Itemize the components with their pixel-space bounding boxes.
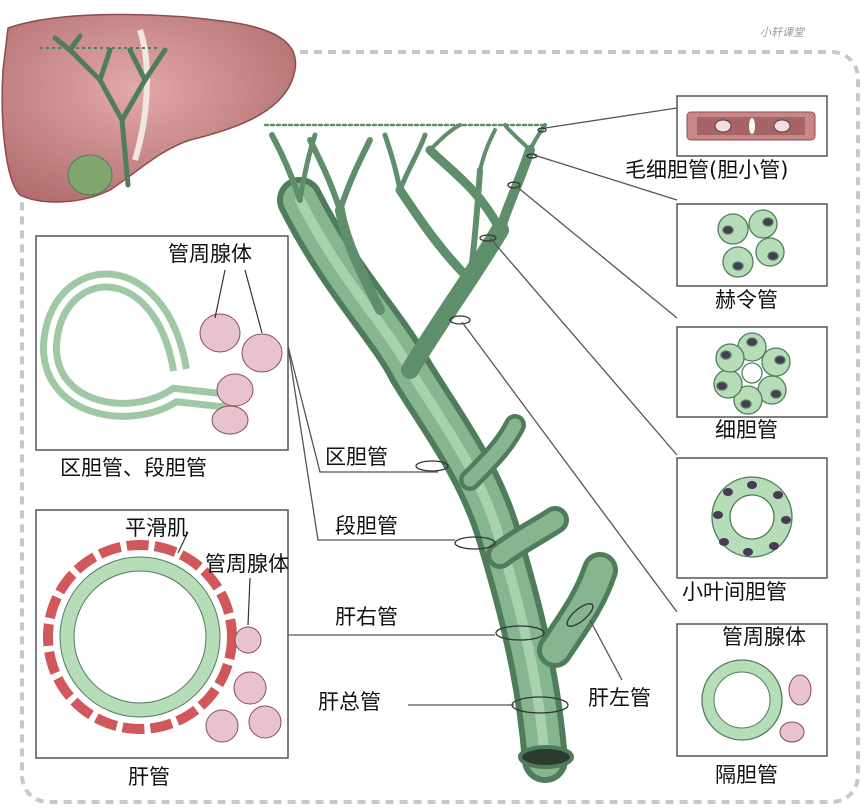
interlobular-duct-illustration xyxy=(711,476,793,558)
biliary-tree xyxy=(263,123,618,783)
leader-lines xyxy=(287,107,678,706)
label-left-hepatic: 肝左管 xyxy=(588,686,651,710)
capillary-illustration xyxy=(686,111,816,141)
label-septal-glands: 管周腺体 xyxy=(722,625,806,649)
septal-duct-illustration xyxy=(701,659,812,743)
label-hering: 赫令管 xyxy=(715,288,778,312)
ductule-illustration xyxy=(713,332,791,415)
label-hepatic-glands: 管周腺体 xyxy=(205,552,289,576)
label-common-hepatic: 肝总管 xyxy=(318,690,381,714)
label-hepatic-caption: 肝管 xyxy=(128,765,170,789)
label-segment-duct: 段胆管 xyxy=(335,514,398,538)
outer-frame xyxy=(20,50,860,804)
label-interlobular: 小叶间胆管 xyxy=(682,580,787,604)
label-capillary: 毛细胆管(胆小管) xyxy=(625,158,789,182)
label-smooth-muscle: 平滑肌 xyxy=(125,516,188,540)
label-area-segment-glands: 管周腺体 xyxy=(168,242,252,266)
label-area-segment-caption: 区胆管、段胆管 xyxy=(60,456,207,480)
liver-illustration xyxy=(1,13,297,203)
hepatic-duct-illustration xyxy=(43,531,282,743)
label-septal: 隔胆管 xyxy=(715,763,778,787)
label-ductule: 细胆管 xyxy=(715,418,778,442)
brand-watermark: 小轩课堂 xyxy=(760,26,804,39)
area-segment-duct-illustration xyxy=(39,269,283,435)
label-right-hepatic: 肝右管 xyxy=(335,605,398,629)
hering-canal-illustration xyxy=(717,209,785,278)
label-area-duct: 区胆管 xyxy=(325,445,388,469)
